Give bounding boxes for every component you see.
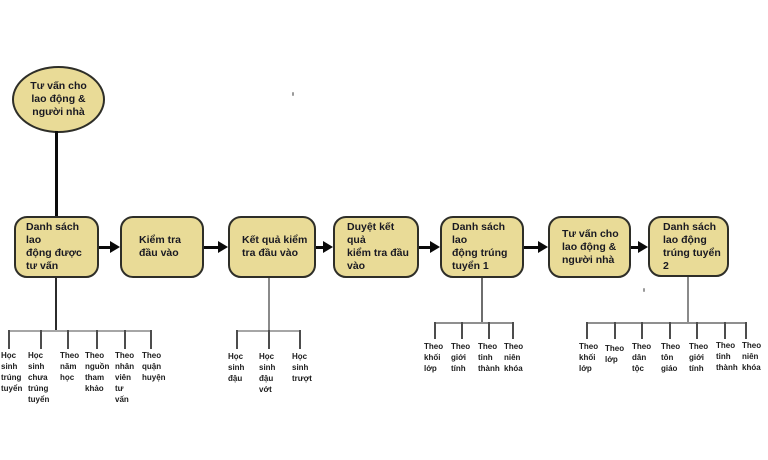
breakdown-label: Theo dân tộc xyxy=(632,342,652,373)
breakdown-label: Theo quận huyện xyxy=(142,351,166,382)
tree2-tick xyxy=(236,330,238,349)
breakdown-label: Theo năm học xyxy=(60,351,80,382)
flow-arrow-6 xyxy=(631,241,648,254)
image-speck xyxy=(292,92,294,96)
start-connector-line xyxy=(55,131,58,216)
breakdown-label: Theo niên khóa xyxy=(742,341,762,372)
process-node-trung-tuyen-1: Danh sách lao động trúng tuyển 1 xyxy=(440,216,524,278)
tree3-tick xyxy=(512,322,514,339)
tree4-tick xyxy=(614,322,616,339)
tree4-tick xyxy=(724,322,726,339)
process-node-ket-qua-kiem-tra: Kết quả kiểm tra đầu vào xyxy=(228,216,316,278)
process-node-label: Kết quả kiểm tra đầu vào xyxy=(242,234,308,259)
tree2-stem xyxy=(268,278,270,330)
breakdown-label: Học sinh chưa trúng tuyển xyxy=(28,351,50,404)
tree4-tick xyxy=(586,322,588,339)
tree2-tick xyxy=(299,330,301,349)
tree1-rail xyxy=(8,330,152,332)
breakdown-label: Theo nguồn tham khảo xyxy=(85,351,110,393)
process-node-kiem-tra-dau-vao: Kiểm tra đầu vào xyxy=(120,216,204,278)
breakdown-label: Theo lớp xyxy=(605,344,625,364)
start-node-oval: Tư vấn cho lao động & người nhà xyxy=(12,66,105,133)
tree1-tick xyxy=(8,330,10,349)
flow-arrow-1 xyxy=(99,241,120,254)
image-speck xyxy=(643,288,645,292)
breakdown-label: Theo giới tính xyxy=(689,342,709,373)
breakdown-label: Theo tôn giáo xyxy=(661,342,681,373)
tree1-tick xyxy=(40,330,42,349)
tree4-tick xyxy=(745,322,747,339)
breakdown-label: Học sinh trượt xyxy=(292,352,312,383)
process-node-tu-van-2: Tư vấn cho lao động & người nhà xyxy=(548,216,631,278)
process-node-label: Danh sách lao động trúng tuyển 2 xyxy=(663,220,721,272)
breakdown-label: Theo giới tính xyxy=(451,342,471,373)
breakdown-label: Theo tỉnh thành xyxy=(478,342,500,373)
breakdown-label: Theo khối lớp xyxy=(579,342,599,373)
breakdown-label: Học sinh đậu vớt xyxy=(259,352,276,394)
tree3-tick xyxy=(434,322,436,339)
breakdown-label: Theo nhân viên tư vấn xyxy=(115,351,135,404)
breakdown-label: Học sinh trúng tuyển xyxy=(1,351,23,393)
breakdown-label: Học sinh đậu xyxy=(228,352,245,383)
flow-arrow-2 xyxy=(204,241,228,254)
tree4-tick xyxy=(696,322,698,339)
process-node-label: Duyệt kết quả kiểm tra đầu vào xyxy=(347,221,409,272)
start-node-label: Tư vấn cho lao động & người nhà xyxy=(30,80,87,118)
tree1-tick xyxy=(124,330,126,349)
process-node-trung-tuyen-2: Danh sách lao động trúng tuyển 2 xyxy=(648,216,729,277)
process-node-label: Tư vấn cho lao động & người nhà xyxy=(562,227,619,266)
tree2-tick xyxy=(268,330,270,349)
process-node-danh-sach-duoc-tu-van: Danh sách lao động được tư vấn xyxy=(14,216,99,278)
breakdown-label: Theo khối lớp xyxy=(424,342,444,373)
tree3-tick xyxy=(488,322,490,339)
process-node-label: Danh sách lao động được tư vấn xyxy=(26,221,82,272)
process-node-label: Danh sách lao động trúng tuyển 1 xyxy=(452,221,508,272)
breakdown-label: Theo niên khóa xyxy=(504,342,524,373)
tree3-tick xyxy=(461,322,463,339)
tree4-stem xyxy=(687,277,689,324)
process-node-duyet-ket-qua: Duyệt kết quả kiểm tra đầu vào xyxy=(333,216,419,278)
tree4-tick xyxy=(669,322,671,339)
breakdown-label: Theo tỉnh thành xyxy=(716,341,738,372)
tree4-rail xyxy=(586,322,747,324)
tree3-stem xyxy=(481,278,483,324)
flow-arrow-5 xyxy=(524,241,548,254)
flow-arrow-4 xyxy=(419,241,440,254)
tree1-tick xyxy=(150,330,152,349)
tree4-tick xyxy=(641,322,643,339)
tree1-stem xyxy=(55,278,57,330)
tree3-rail xyxy=(434,322,514,324)
tree1-tick xyxy=(96,330,98,349)
process-node-label: Kiểm tra đầu vào xyxy=(139,234,182,259)
tree1-tick xyxy=(67,330,69,349)
flow-arrow-3 xyxy=(316,241,333,254)
